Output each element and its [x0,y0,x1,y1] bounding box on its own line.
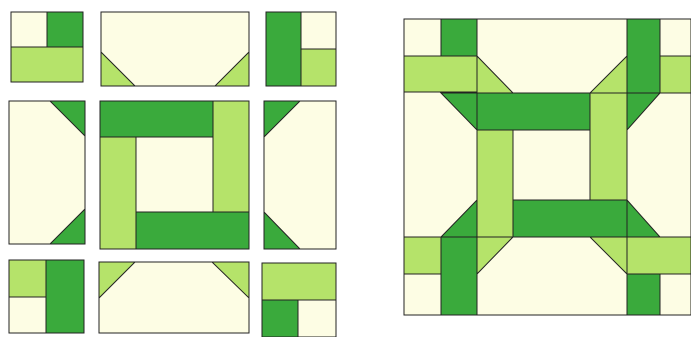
assembled-bottom-left-dark [441,237,477,315]
center-unit-bar-top [100,101,213,137]
corner-patch-top-left-dark [47,12,83,47]
assembled-bottom-right-dark [627,274,660,315]
corner-patch-bottom-right-dark [262,300,298,337]
corner-patch-bottom-left-light [9,260,46,297]
center-unit-bar-bottom [136,212,249,249]
center-unit-bar-left [100,137,136,249]
assembled-bottom-right-light [627,237,691,274]
assembled-center-bar-right [590,93,627,200]
assembled-top-left-light [404,56,477,92]
assembled-center-bar-left [477,130,513,237]
assembled-top-right-dark [627,19,660,93]
assembled-bottom-left-light [404,237,441,274]
assembled-top-right-light [660,56,691,93]
corner-patch-top-right-dark [266,12,301,86]
assembled-center-bar-top [477,93,590,130]
corner-patch-bottom-right-light [262,263,336,300]
assembled-block-panel [404,19,691,315]
center-unit-bar-right [213,101,249,212]
corner-patch-top-right-light [301,49,336,86]
assembled-top-left-dark [441,19,477,56]
separated-pieces-panel [9,12,336,337]
corner-patch-top-left-light [11,47,83,82]
assembled-center-bar-bottom [513,200,627,237]
corner-patch-bottom-left-dark [46,260,84,333]
